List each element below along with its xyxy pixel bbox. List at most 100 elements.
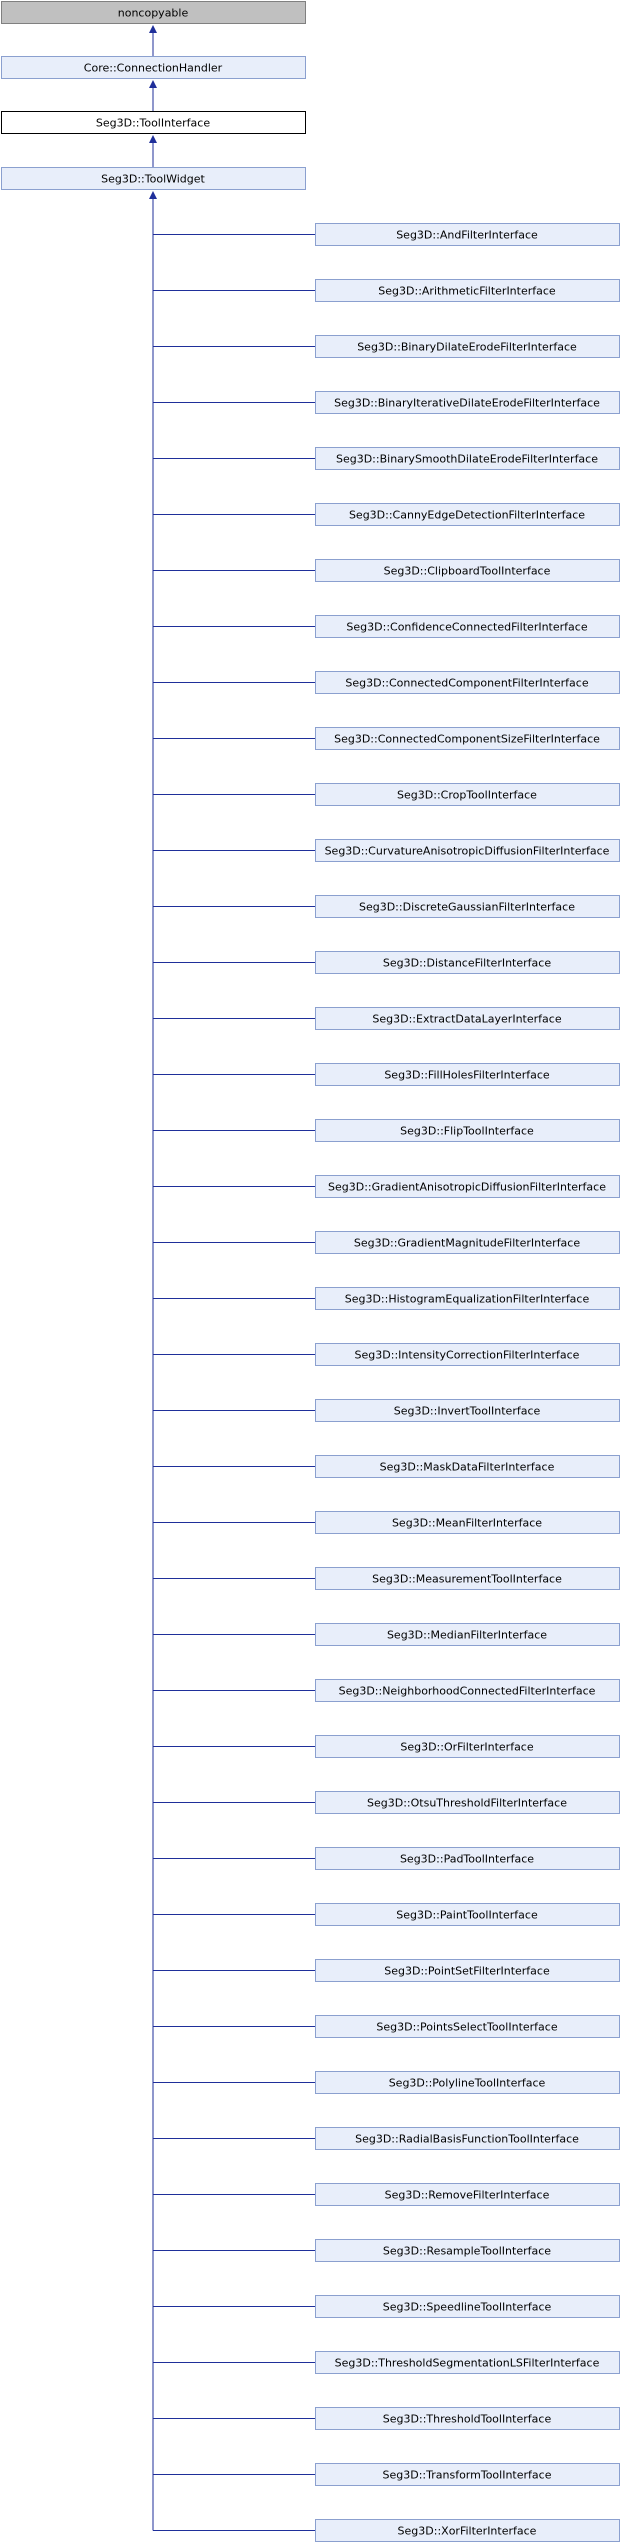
- class-node-seg3d-padtoolinterface[interactable]: Seg3D::PadToolInterface: [315, 1847, 620, 1870]
- class-node-seg3d-medianfilterinterface-label: Seg3D::MedianFilterInterface: [387, 1629, 547, 1642]
- class-node-seg3d-polylinetoolinterface-box: [315, 2071, 620, 2094]
- class-node-seg3d-gradientanisotropicdiffusionfilterinterface[interactable]: Seg3D::GradientAnisotropicDiffusionFilte…: [315, 1175, 620, 1198]
- class-node-seg3d-thresholdtoolinterface[interactable]: Seg3D::ThresholdToolInterface: [315, 2407, 620, 2430]
- class-node-seg3d-meanfilterinterface[interactable]: Seg3D::MeanFilterInterface: [315, 1511, 620, 1534]
- class-node-seg3d-clipboardtoolinterface[interactable]: Seg3D::ClipboardToolInterface: [315, 559, 620, 582]
- class-node-seg3d-fliptoolinterface[interactable]: Seg3D::FlipToolInterface: [315, 1119, 620, 1142]
- class-node-seg3d-resampletoolinterface-label: Seg3D::ResampleToolInterface: [383, 2245, 551, 2258]
- class-node-seg3d-arithmeticfilterinterface-box: [315, 279, 620, 302]
- class-node-seg3d-binarydilateerodefilterinterface[interactable]: Seg3D::BinaryDilateErodeFilterInterface: [315, 335, 620, 358]
- class-node-seg3d-connectedcomponentfilterinterface[interactable]: Seg3D::ConnectedComponentFilterInterface: [315, 671, 620, 694]
- class-node-seg3d-fillholesfilterinterface[interactable]: Seg3D::FillHolesFilterInterface: [315, 1063, 620, 1086]
- class-node-seg3d-extractdatalayerinterface[interactable]: Seg3D::ExtractDataLayerInterface: [315, 1007, 620, 1030]
- class-node-seg3d-gradientmagnitudefilterinterface-label: Seg3D::GradientMagnitudeFilterInterface: [354, 1237, 580, 1250]
- class-node-seg3d-xorfilterinterface-box: [315, 2519, 620, 2542]
- class-node-seg3d-pointsselecttoolinterface[interactable]: Seg3D::PointsSelectToolInterface: [315, 2015, 620, 2038]
- class-node-seg3d-maskdatafilterinterface-label: Seg3D::MaskDataFilterInterface: [380, 1461, 555, 1474]
- class-node-seg3d-toolinterface-box: [1, 111, 306, 134]
- class-node-seg3d-maskdatafilterinterface-box: [315, 1455, 620, 1478]
- class-node-seg3d-thresholdsegmentationlsfilterinterface-box: [315, 2351, 620, 2374]
- class-node-seg3d-measurementtoolinterface[interactable]: Seg3D::MeasurementToolInterface: [315, 1567, 620, 1590]
- class-node-seg3d-discretegaussianfilterinterface[interactable]: Seg3D::DiscreteGaussianFilterInterface: [315, 895, 620, 918]
- class-node-seg3d-pointsetfilterinterface[interactable]: Seg3D::PointSetFilterInterface: [315, 1959, 620, 1982]
- class-node-seg3d-andfilterinterface[interactable]: Seg3D::AndFilterInterface: [315, 223, 620, 246]
- class-node-seg3d-measurementtoolinterface-label: Seg3D::MeasurementToolInterface: [372, 1573, 562, 1586]
- class-node-seg3d-croptoolinterface-label: Seg3D::CropToolInterface: [397, 789, 537, 802]
- class-node-seg3d-toolwidget-label: Seg3D::ToolWidget: [101, 173, 205, 186]
- class-node-seg3d-croptoolinterface-box: [315, 783, 620, 806]
- class-node-seg3d-otsuthresholdfilterinterface-label: Seg3D::OtsuThresholdFilterInterface: [367, 1797, 567, 1810]
- class-node-seg3d-xorfilterinterface[interactable]: Seg3D::XorFilterInterface: [315, 2519, 620, 2542]
- class-node-seg3d-pointsetfilterinterface-box: [315, 1959, 620, 1982]
- class-node-seg3d-curvatureanisotropicdiffusionfilterinterface[interactable]: Seg3D::CurvatureAnisotropicDiffusionFilt…: [315, 839, 620, 862]
- class-node-seg3d-polylinetoolinterface[interactable]: Seg3D::PolylineToolInterface: [315, 2071, 620, 2094]
- class-node-seg3d-discretegaussianfilterinterface-label: Seg3D::DiscreteGaussianFilterInterface: [359, 901, 575, 914]
- class-node-seg3d-binarysmoothdilateerodefilterinterface[interactable]: Seg3D::BinarySmoothDilateErodeFilterInte…: [315, 447, 620, 470]
- class-node-seg3d-binaryiterativedilateerodefilterinterface-box: [315, 391, 620, 414]
- class-node-seg3d-medianfilterinterface-box: [315, 1623, 620, 1646]
- class-node-seg3d-radialbasisfunctiontoolinterface[interactable]: Seg3D::RadialBasisFunctionToolInterface: [315, 2127, 620, 2150]
- class-node-seg3d-speedlinetoolinterface-box: [315, 2295, 620, 2318]
- class-node-seg3d-connectedcomponentfilterinterface-box: [315, 671, 620, 694]
- class-node-seg3d-painttoolinterface[interactable]: Seg3D::PaintToolInterface: [315, 1903, 620, 1926]
- class-node-seg3d-curvatureanisotropicdiffusionfilterinterface-box: [315, 839, 620, 862]
- class-node-seg3d-binarydilateerodefilterinterface-label: Seg3D::BinaryDilateErodeFilterInterface: [357, 341, 577, 354]
- class-node-seg3d-neighborhoodconnectedfilterinterface-label: Seg3D::NeighborhoodConnectedFilterInterf…: [339, 1685, 596, 1698]
- class-node-seg3d-neighborhoodconnectedfilterinterface[interactable]: Seg3D::NeighborhoodConnectedFilterInterf…: [315, 1679, 620, 1702]
- class-node-seg3d-arithmeticfilterinterface[interactable]: Seg3D::ArithmeticFilterInterface: [315, 279, 620, 302]
- class-node-seg3d-discretegaussianfilterinterface-box: [315, 895, 620, 918]
- class-node-seg3d-pointsetfilterinterface-label: Seg3D::PointSetFilterInterface: [384, 1965, 550, 1978]
- class-node-seg3d-measurementtoolinterface-box: [315, 1567, 620, 1590]
- class-node-seg3d-thresholdsegmentationlsfilterinterface-label: Seg3D::ThresholdSegmentationLSFilterInte…: [335, 2357, 600, 2370]
- class-node-seg3d-removefilterinterface-label: Seg3D::RemoveFilterInterface: [385, 2189, 550, 2202]
- class-node-seg3d-otsuthresholdfilterinterface[interactable]: Seg3D::OtsuThresholdFilterInterface: [315, 1791, 620, 1814]
- class-node-seg3d-clipboardtoolinterface-box: [315, 559, 620, 582]
- class-node-seg3d-maskdatafilterinterface[interactable]: Seg3D::MaskDataFilterInterface: [315, 1455, 620, 1478]
- class-node-seg3d-medianfilterinterface[interactable]: Seg3D::MedianFilterInterface: [315, 1623, 620, 1646]
- class-node-seg3d-thresholdtoolinterface-box: [315, 2407, 620, 2430]
- class-node-noncopyable[interactable]: noncopyable: [1, 1, 306, 24]
- class-node-seg3d-cannyedgedetectionfilterinterface[interactable]: Seg3D::CannyEdgeDetectionFilterInterface: [315, 503, 620, 526]
- class-node-seg3d-toolwidget[interactable]: Seg3D::ToolWidget: [1, 167, 306, 190]
- class-node-seg3d-andfilterinterface-box: [315, 223, 620, 246]
- class-node-seg3d-confidenceconnectedfilterinterface-box: [315, 615, 620, 638]
- class-node-seg3d-binarysmoothdilateerodefilterinterface-label: Seg3D::BinarySmoothDilateErodeFilterInte…: [336, 453, 598, 466]
- class-node-seg3d-fillholesfilterinterface-label: Seg3D::FillHolesFilterInterface: [384, 1069, 550, 1082]
- class-node-core-connectionhandler-label: Core::ConnectionHandler: [84, 62, 223, 75]
- class-node-seg3d-arithmeticfilterinterface-label: Seg3D::ArithmeticFilterInterface: [378, 285, 556, 298]
- class-node-seg3d-confidenceconnectedfilterinterface[interactable]: Seg3D::ConfidenceConnectedFilterInterfac…: [315, 615, 620, 638]
- class-node-noncopyable-box: [1, 1, 306, 24]
- class-node-core-connectionhandler[interactable]: Core::ConnectionHandler: [1, 56, 306, 79]
- class-node-seg3d-padtoolinterface-box: [315, 1847, 620, 1870]
- class-node-seg3d-inverttoolinterface[interactable]: Seg3D::InvertToolInterface: [315, 1399, 620, 1422]
- class-node-seg3d-transformtoolinterface-label: Seg3D::TransformToolInterface: [383, 2469, 552, 2482]
- class-node-seg3d-binaryiterativedilateerodefilterinterface[interactable]: Seg3D::BinaryIterativeDilateErodeFilterI…: [315, 391, 620, 414]
- class-node-seg3d-resampletoolinterface[interactable]: Seg3D::ResampleToolInterface: [315, 2239, 620, 2262]
- class-node-seg3d-gradientmagnitudefilterinterface[interactable]: Seg3D::GradientMagnitudeFilterInterface: [315, 1231, 620, 1254]
- class-node-seg3d-distancefilterinterface[interactable]: Seg3D::DistanceFilterInterface: [315, 951, 620, 974]
- class-node-seg3d-removefilterinterface[interactable]: Seg3D::RemoveFilterInterface: [315, 2183, 620, 2206]
- class-node-seg3d-histogramequalizationfilterinterface[interactable]: Seg3D::HistogramEqualizationFilterInterf…: [315, 1287, 620, 1310]
- class-node-noncopyable-label: noncopyable: [118, 7, 189, 20]
- class-node-seg3d-fillholesfilterinterface-box: [315, 1063, 620, 1086]
- class-node-seg3d-inverttoolinterface-box: [315, 1399, 620, 1422]
- class-node-seg3d-connectedcomponentsizefilterinterface[interactable]: Seg3D::ConnectedComponentSizeFilterInter…: [315, 727, 620, 750]
- class-node-seg3d-toolinterface-label: Seg3D::ToolInterface: [96, 117, 210, 130]
- class-node-seg3d-radialbasisfunctiontoolinterface-label: Seg3D::RadialBasisFunctionToolInterface: [355, 2133, 579, 2146]
- class-node-seg3d-speedlinetoolinterface[interactable]: Seg3D::SpeedlineToolInterface: [315, 2295, 620, 2318]
- class-node-seg3d-histogramequalizationfilterinterface-label: Seg3D::HistogramEqualizationFilterInterf…: [345, 1293, 590, 1306]
- class-node-seg3d-painttoolinterface-label: Seg3D::PaintToolInterface: [396, 1909, 538, 1922]
- class-node-seg3d-xorfilterinterface-label: Seg3D::XorFilterInterface: [398, 2525, 537, 2538]
- class-node-seg3d-transformtoolinterface[interactable]: Seg3D::TransformToolInterface: [315, 2463, 620, 2486]
- class-node-seg3d-neighborhoodconnectedfilterinterface-box: [315, 1679, 620, 1702]
- class-node-seg3d-binaryiterativedilateerodefilterinterface-label: Seg3D::BinaryIterativeDilateErodeFilterI…: [334, 397, 600, 410]
- class-node-seg3d-connectedcomponentfilterinterface-label: Seg3D::ConnectedComponentFilterInterface: [345, 677, 588, 690]
- class-node-seg3d-painttoolinterface-box: [315, 1903, 620, 1926]
- class-node-seg3d-curvatureanisotropicdiffusionfilterinterface-label: Seg3D::CurvatureAnisotropicDiffusionFilt…: [325, 845, 610, 858]
- class-node-seg3d-intensitycorrectionfilterinterface[interactable]: Seg3D::IntensityCorrectionFilterInterfac…: [315, 1343, 620, 1366]
- class-node-seg3d-orfilterinterface[interactable]: Seg3D::OrFilterInterface: [315, 1735, 620, 1758]
- class-node-seg3d-thresholdsegmentationlsfilterinterface[interactable]: Seg3D::ThresholdSegmentationLSFilterInte…: [315, 2351, 620, 2374]
- class-node-seg3d-croptoolinterface[interactable]: Seg3D::CropToolInterface: [315, 783, 620, 806]
- class-node-seg3d-toolwidget-box: [1, 167, 306, 190]
